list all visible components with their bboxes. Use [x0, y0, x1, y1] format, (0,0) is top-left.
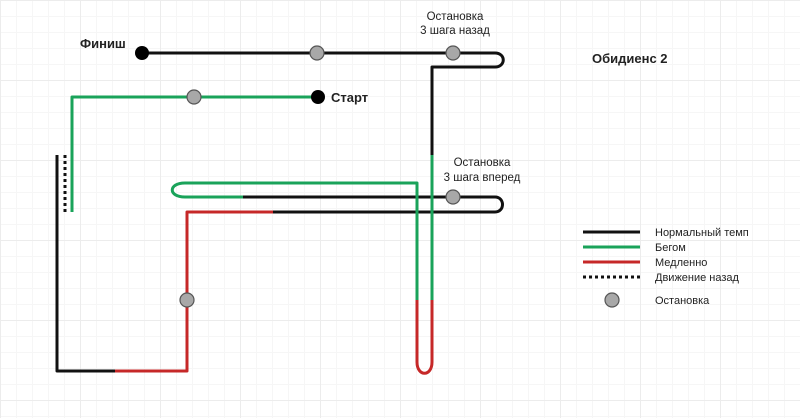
stop-back-label-line1: Остановка — [427, 11, 484, 23]
stop-point-start — [186, 89, 202, 105]
stop-point-slow — [179, 292, 195, 308]
legend-run-label: Бегом — [655, 242, 686, 254]
path-left-normal — [55, 212, 115, 373]
finish-point — [135, 46, 149, 60]
legend-stop-swatch — [604, 292, 620, 308]
legend-stop-label: Остановка — [655, 295, 710, 307]
stop-point-top-mid — [309, 45, 325, 61]
path-run-uturn — [170, 181, 419, 300]
stop-point-3-back — [445, 45, 461, 61]
stop-points — [179, 45, 461, 308]
path-top-normal — [142, 51, 505, 155]
path-slow-bottom — [115, 210, 273, 373]
legend-backward-label: Движение назад — [655, 272, 740, 284]
path-slow-uturn — [415, 300, 434, 375]
legend: Нормальный темп Бегом Медленно Движение … — [583, 227, 749, 308]
stop-forward-label-line1: Остановка — [454, 157, 511, 169]
legend-slow-label: Медленно — [655, 257, 707, 269]
path-start-run — [70, 95, 318, 155]
start-point — [311, 90, 325, 104]
stop-back-label-line2: 3 шага назад — [420, 25, 490, 37]
page-title: Обидиенс 2 — [592, 51, 668, 66]
stop-forward-label-line2: 3 шага вперед — [444, 172, 521, 184]
start-label: Старт — [331, 90, 368, 105]
legend-normal-label: Нормальный темп — [655, 227, 749, 239]
path-middle-normal — [273, 195, 504, 214]
stop-point-3-forward — [445, 189, 461, 205]
finish-label: Финиш — [80, 36, 126, 51]
